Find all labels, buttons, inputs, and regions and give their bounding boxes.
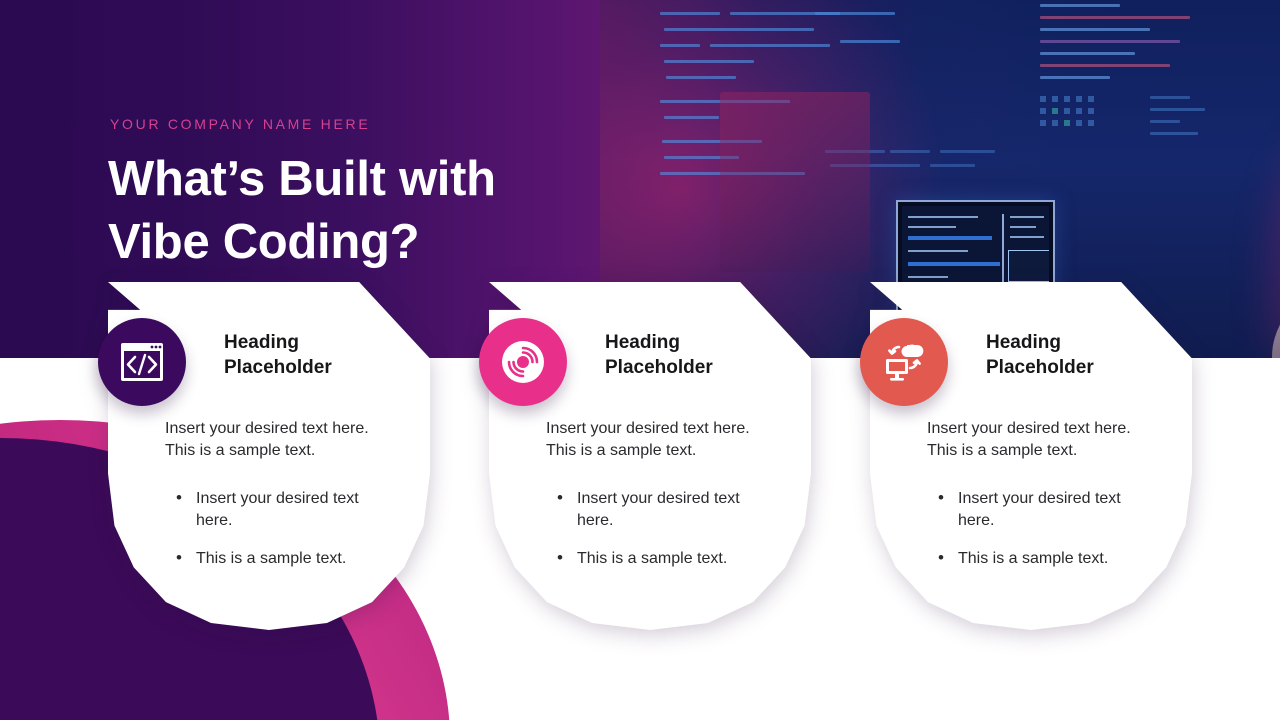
list-item: This is a sample text. xyxy=(549,547,775,570)
card-bullet-list: Insert your desired text here. This is a… xyxy=(930,487,1156,586)
card-body-text: Insert your desired text here. This is a… xyxy=(546,420,750,459)
card-bullet-list: Insert your desired text here. This is a… xyxy=(168,487,394,586)
code-window-icon xyxy=(119,341,165,383)
card-bullet-list: Insert your desired text here. This is a… xyxy=(549,487,775,586)
page-title-line-2: Vibe Coding? xyxy=(108,215,420,269)
list-item: Insert your desired text here. xyxy=(168,487,394,532)
card-heading: Heading Placeholder xyxy=(605,332,713,378)
feature-card[interactable]: Heading Placeholder Insert your desired … xyxy=(98,282,430,630)
page-title-line-1: What’s Built with xyxy=(108,152,496,206)
card-body-text: Insert your desired text here. This is a… xyxy=(927,420,1131,459)
card-heading: Heading Placeholder xyxy=(986,332,1094,378)
card-icon-badge xyxy=(479,318,567,406)
feature-card[interactable]: Heading Placeholder Insert your desired … xyxy=(479,282,811,630)
company-name-eyebrow: YOUR COMPANY NAME HERE xyxy=(110,116,371,132)
card-heading: Heading Placeholder xyxy=(224,332,332,378)
list-item: Insert your desired text here. xyxy=(930,487,1156,532)
card-body-text: Insert your desired text here. This is a… xyxy=(165,420,369,459)
list-item: This is a sample text. xyxy=(168,547,394,570)
feature-card[interactable]: Heading Placeholder Insert your desired … xyxy=(860,282,1192,630)
card-icon-badge xyxy=(860,318,948,406)
background-photo xyxy=(600,0,1280,360)
wireless-disc-icon xyxy=(499,338,547,386)
server-tower-shape xyxy=(720,92,870,272)
person-shoulders xyxy=(1272,258,1280,360)
card-icon-badge xyxy=(98,318,186,406)
list-item: This is a sample text. xyxy=(930,547,1156,570)
cloud-sync-monitor-icon xyxy=(879,339,929,385)
page-title: What’s Built with Vibe Coding? xyxy=(108,148,628,274)
list-item: Insert your desired text here. xyxy=(549,487,775,532)
